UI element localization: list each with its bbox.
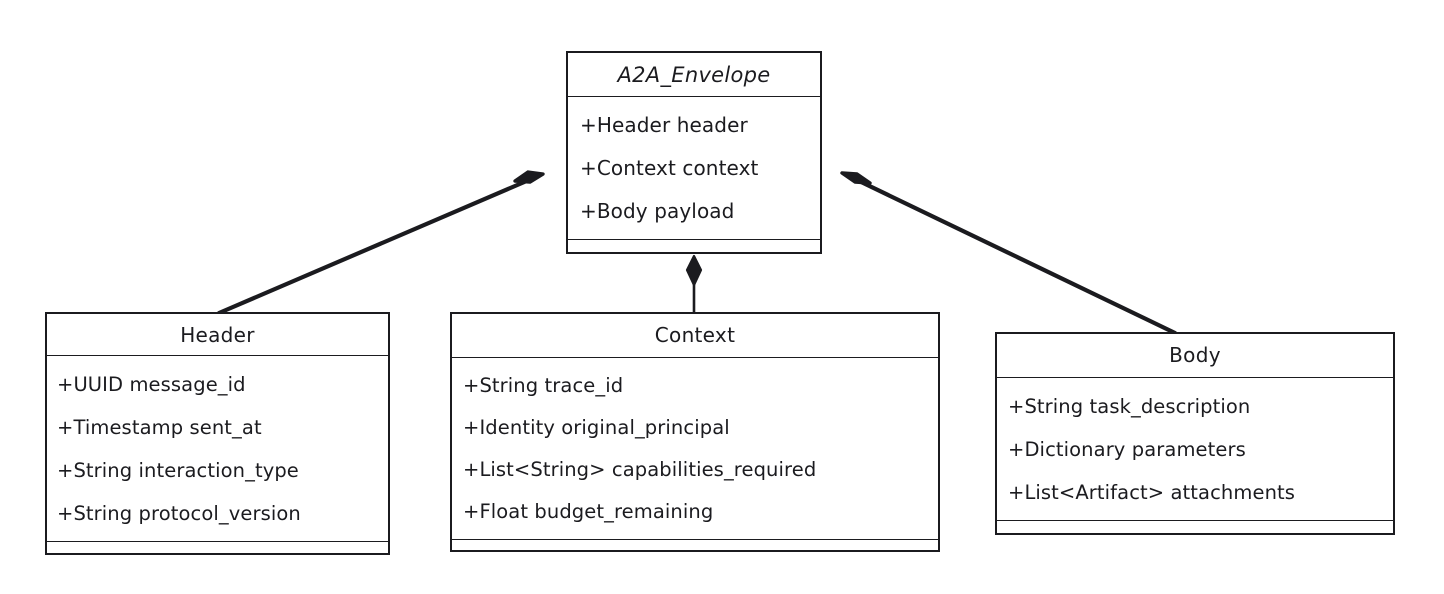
edge-envelope-context — [685, 254, 703, 315]
class-methods-context — [452, 539, 938, 550]
class-title-context: Context — [452, 314, 938, 358]
composition-diamond-context-icon — [685, 254, 703, 287]
class-methods-header — [47, 542, 388, 553]
class-box-context[interactable]: Context +String trace_id +Identity origi… — [450, 312, 940, 552]
attribute-row: +Header header — [580, 113, 748, 138]
attribute-row: +String protocol_version — [57, 502, 301, 526]
class-title-a2a-envelope: A2A_Envelope — [568, 53, 820, 98]
composition-diamond-header-icon — [513, 170, 545, 184]
class-box-body[interactable]: Body +String task_description +Dictionar… — [995, 332, 1395, 535]
class-attributes-a2a-envelope: +Header header +Context context +Body pa… — [568, 97, 820, 241]
class-attributes-body: +String task_description +Dictionary par… — [997, 378, 1393, 521]
attribute-row: +String task_description — [1008, 394, 1251, 418]
class-box-a2a-envelope[interactable]: A2A_Envelope +Header header +Context con… — [566, 51, 822, 254]
class-title-header: Header — [47, 314, 388, 357]
attribute-row: +Timestamp sent_at — [57, 416, 262, 440]
attribute-row: +Identity original_principal — [463, 415, 730, 439]
edge-envelope-body — [840, 171, 1178, 336]
composition-diamond-body-icon — [840, 171, 872, 185]
attribute-row: +Float budget_remaining — [463, 499, 714, 523]
class-box-header[interactable]: Header +UUID message_id +Timestamp sent_… — [45, 312, 390, 555]
attribute-row: +Dictionary parameters — [1008, 437, 1246, 461]
class-methods-body — [997, 520, 1393, 533]
edge-envelope-header — [216, 170, 545, 316]
attribute-row: +Context context — [580, 156, 759, 181]
attribute-row: +List<String> capabilities_required — [463, 457, 817, 481]
attribute-row: +String trace_id — [463, 373, 624, 397]
attribute-row: +String interaction_type — [57, 459, 299, 483]
class-attributes-header: +UUID message_id +Timestamp sent_at +Str… — [47, 356, 388, 543]
class-attributes-context: +String trace_id +Identity original_prin… — [452, 358, 938, 540]
class-title-body: Body — [997, 334, 1393, 378]
attribute-row: +UUID message_id — [57, 373, 246, 397]
attribute-row: +List<Artifact> attachments — [1008, 480, 1296, 504]
attribute-row: +Body payload — [580, 199, 735, 224]
class-methods-a2a-envelope — [568, 240, 820, 252]
